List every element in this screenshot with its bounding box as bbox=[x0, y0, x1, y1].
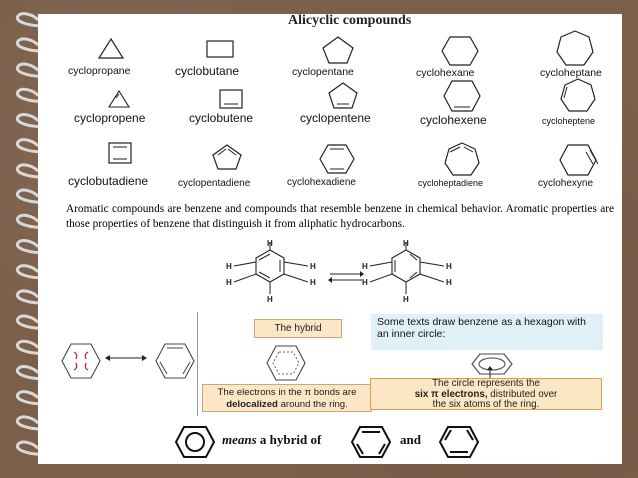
cyclobutadiene-shape bbox=[108, 142, 132, 164]
binding-ring bbox=[15, 12, 40, 28]
kekule-b-symbol bbox=[438, 426, 480, 458]
label-cycloheptadiene: cycloheptadiene bbox=[418, 178, 484, 188]
cyclopentane-shape bbox=[322, 36, 354, 64]
cyclohexene-shape bbox=[443, 80, 481, 112]
binding-ring bbox=[15, 365, 40, 381]
kekule-structure-right: H H H H H H bbox=[362, 240, 452, 304]
binding-ring bbox=[15, 213, 40, 229]
cyclopentene-shape bbox=[328, 82, 358, 109]
label-cyclopentene: cyclopentene bbox=[300, 111, 371, 125]
hydrogen-label: H bbox=[226, 262, 232, 271]
binding-ring bbox=[15, 339, 40, 355]
cyclopropene-shape bbox=[108, 89, 130, 108]
circle-note-box: The circle represents the six π electron… bbox=[370, 378, 602, 410]
spiral-binding bbox=[15, 12, 40, 456]
resonance-arrows bbox=[328, 271, 364, 283]
binding-ring bbox=[15, 415, 40, 431]
cyclobutane-shape bbox=[206, 40, 234, 58]
aromatic-paragraph: Aromatic compounds are benzene and compo… bbox=[66, 203, 614, 230]
hybrid-label-box: The hybrid bbox=[254, 319, 342, 338]
label-cyclopropane: cyclopropane bbox=[68, 65, 131, 77]
label-cyclobutadiene: cyclobutadiene bbox=[68, 174, 149, 188]
binding-ring bbox=[15, 188, 40, 204]
electrons-note-pre: The electrons in the π bonds are bbox=[217, 387, 357, 398]
cyclohexane-shape bbox=[441, 36, 479, 66]
slide-page: Alicyclic compounds cyclopropane cyclobu… bbox=[38, 13, 622, 464]
binding-ring bbox=[15, 87, 40, 103]
cyclopropane-shape bbox=[97, 37, 125, 59]
hybrid-dotted-hexagon bbox=[266, 345, 306, 381]
binding-ring bbox=[15, 113, 40, 129]
cyclohexyne-shape bbox=[559, 144, 598, 176]
circle-note-line1: The circle represents the bbox=[432, 378, 540, 389]
binding-ring bbox=[15, 390, 40, 406]
cycloheptadiene-shape bbox=[444, 142, 480, 176]
hydrogen-label: H bbox=[362, 262, 368, 271]
cycloheptane-shape bbox=[556, 30, 594, 66]
label-cyclohexyne: cyclohexyne bbox=[538, 178, 594, 189]
kekule-a-symbol bbox=[350, 426, 392, 458]
binding-ring bbox=[15, 62, 40, 78]
circle-note-line3: the six atoms of the ring. bbox=[432, 399, 540, 410]
label-cyclohexadiene: cyclohexadiene bbox=[287, 177, 356, 188]
electrons-note-box: The electrons in the π bonds are delocal… bbox=[202, 384, 372, 412]
hydrogen-label: H bbox=[310, 262, 316, 271]
binding-ring bbox=[15, 239, 40, 255]
cyclopentadiene-shape bbox=[212, 144, 242, 170]
resonance-arrows-hexagon bbox=[61, 343, 101, 379]
page-title: Alicyclic compounds bbox=[288, 13, 412, 28]
binding-ring bbox=[15, 440, 40, 456]
hydrogen-label: H bbox=[310, 278, 316, 287]
binding-ring bbox=[15, 264, 40, 280]
binding-ring bbox=[15, 138, 40, 154]
circle-note-bold: six π electrons, bbox=[414, 388, 488, 400]
label-cycloheptane: cycloheptane bbox=[540, 67, 602, 79]
benzene-circle-symbol bbox=[174, 426, 216, 458]
some-texts-box: Some texts draw benzene as a hexagon wit… bbox=[371, 314, 603, 350]
cyclobutene-shape bbox=[219, 89, 243, 109]
means-word: means bbox=[222, 432, 257, 447]
electrons-note-bold: delocalized bbox=[226, 399, 278, 410]
circle-note-line2: distributed over bbox=[487, 388, 558, 400]
label-cyclohexene: cyclohexene bbox=[420, 113, 487, 127]
hydrogen-label: H bbox=[362, 278, 368, 287]
binding-ring bbox=[15, 314, 40, 330]
double-arrow bbox=[105, 355, 147, 361]
means-rest: a hybrid of bbox=[259, 432, 322, 447]
electrons-note-post: around the ring. bbox=[277, 399, 348, 410]
binding-ring bbox=[15, 37, 40, 53]
binding-ring bbox=[15, 163, 40, 179]
hydrogen-label: H bbox=[226, 278, 232, 287]
label-cyclobutane: cyclobutane bbox=[175, 64, 240, 78]
hexagon-kekule bbox=[155, 343, 195, 379]
label-cyclohexane: cyclohexane bbox=[416, 67, 475, 79]
hydrogen-label: H bbox=[446, 262, 452, 271]
hydrogen-label: H bbox=[446, 278, 452, 287]
label-cyclopentadiene: cyclopentadiene bbox=[178, 178, 251, 189]
label-cyclobutene: cyclobutene bbox=[189, 111, 254, 125]
kekule-structure-left: H H H H H H bbox=[226, 240, 316, 304]
cycloheptene-shape bbox=[560, 78, 596, 112]
label-cycloheptene: cycloheptene bbox=[542, 116, 596, 126]
cyclohexadiene-shape bbox=[319, 144, 355, 174]
hydrogen-label: H bbox=[267, 295, 273, 304]
label-cyclopentane: cyclopentane bbox=[292, 66, 354, 78]
means-text: means a hybrid of bbox=[222, 432, 321, 448]
label-cyclopropene: cyclopropene bbox=[74, 111, 146, 125]
divider-line bbox=[197, 312, 198, 416]
binding-ring bbox=[15, 289, 40, 305]
hydrogen-label: H bbox=[403, 295, 409, 304]
and-text: and bbox=[400, 432, 421, 447]
